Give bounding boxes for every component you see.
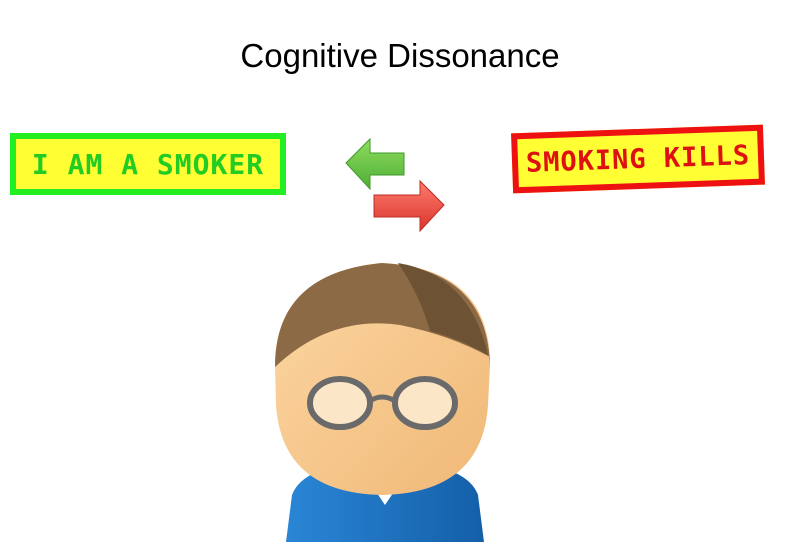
- belief-box-smoker: I AM A SMOKER: [10, 133, 286, 195]
- person-with-glasses-icon: [275, 263, 490, 542]
- hair: [275, 263, 490, 367]
- belief-text-smoker: I AM A SMOKER: [31, 147, 265, 181]
- conflict-arrows: [345, 137, 445, 233]
- green-left-arrow-icon: [345, 137, 405, 191]
- belief-box-smoking-kills: SMOKING KILLS: [511, 124, 765, 194]
- red-right-arrow-icon: [373, 179, 445, 233]
- belief-text-smoking-kills: SMOKING KILLS: [525, 139, 751, 179]
- glasses-icon: [307, 376, 458, 430]
- slide-title: Cognitive Dissonance: [240, 37, 560, 74]
